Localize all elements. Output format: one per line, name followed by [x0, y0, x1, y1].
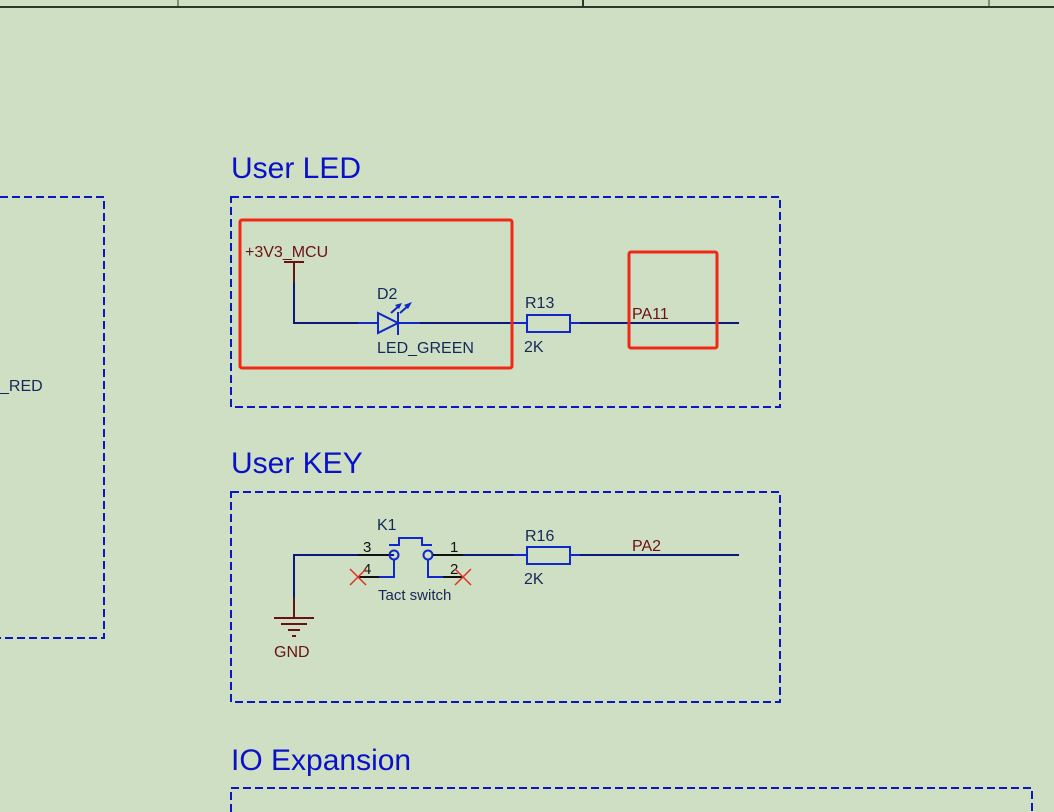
light-emission-arrows-icon	[390, 302, 412, 314]
resistor-body-icon	[526, 314, 571, 333]
resistor-body-icon	[526, 546, 571, 565]
net-label-pa11[interactable]: PA11	[632, 306, 669, 323]
section-title-io-expansion: IO Expansion	[231, 744, 411, 777]
section-title-user-key: User KEY	[231, 447, 363, 480]
resistor-value: 2K	[524, 339, 544, 356]
resistor-value: 2K	[524, 571, 544, 588]
led-diode-icon	[377, 311, 401, 335]
highlight-pa11	[627, 250, 719, 350]
highlight-led-circuit	[238, 218, 514, 370]
switch-contact-left	[388, 549, 400, 561]
no-connect-icon	[349, 568, 367, 586]
tact-switch-k1[interactable]: K1 3 4 1 2 Tact switch	[349, 517, 472, 604]
user-led-border	[230, 196, 781, 408]
net-label-red-fragment: _RED	[0, 378, 43, 395]
ground-icon	[274, 617, 314, 637]
switch-contact-right	[422, 549, 434, 561]
no-connect-icon	[454, 568, 472, 586]
section-title-user-led: User LED	[231, 152, 361, 185]
led-d2[interactable]: D2 LED_GREEN	[358, 286, 474, 357]
sheet-border-top	[0, 0, 1054, 8]
switch-pin-3: 3	[363, 539, 371, 556]
user-led-section: User LED +3V3_MCU D2 LED_GREEN R13	[230, 152, 781, 408]
led-designator: D2	[377, 286, 398, 303]
user-key-border	[230, 491, 781, 703]
net-label-pa2[interactable]: PA2	[632, 538, 661, 555]
switch-designator: K1	[377, 517, 397, 534]
io-expansion-section: IO Expansion	[230, 744, 1033, 812]
left-partial-section: _RED	[0, 196, 105, 639]
io-expansion-border	[230, 787, 1033, 812]
switch-pin-2: 2	[450, 561, 458, 578]
resistor-designator: R16	[525, 528, 554, 545]
switch-pin-4: 4	[363, 561, 371, 578]
user-key-section: User KEY GND K1 3 4 1 2	[230, 447, 781, 703]
wire-power-to-led[interactable]	[293, 282, 358, 324]
switch-actuator-icon	[389, 537, 432, 546]
left-section-border	[0, 196, 105, 639]
switch-pin-1: 1	[450, 539, 458, 556]
switch-value: Tact switch	[378, 587, 451, 604]
resistor-r13[interactable]: R13 2K	[514, 295, 580, 356]
resistor-designator: R13	[525, 295, 554, 312]
ground-net-label: GND	[274, 644, 310, 661]
power-net-label: +3V3_MCU	[245, 244, 328, 261]
led-value: LED_GREEN	[377, 340, 474, 357]
resistor-r16[interactable]: R16 2K	[514, 528, 580, 588]
